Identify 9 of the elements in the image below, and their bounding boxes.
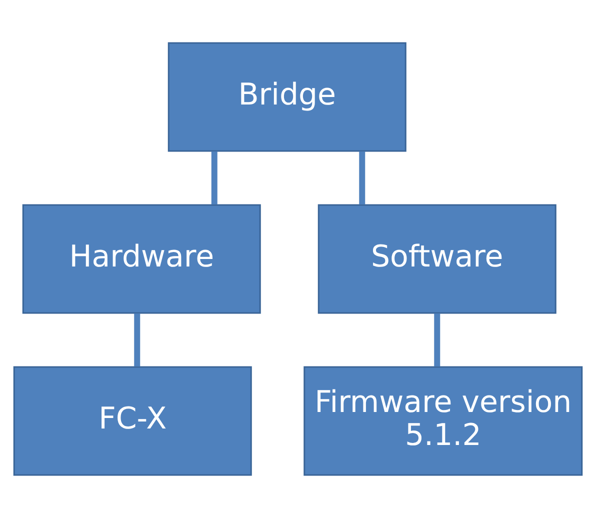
node-box: Firmware version 5.1.2	[304, 366, 583, 476]
connector	[211, 150, 218, 204]
node-box: Software	[318, 204, 556, 314]
connector	[359, 150, 366, 204]
node-box: Bridge	[168, 42, 406, 152]
connector	[134, 312, 140, 366]
connector	[434, 312, 440, 366]
node-box: FC-X	[13, 366, 252, 476]
node-box: Hardware	[22, 204, 261, 314]
